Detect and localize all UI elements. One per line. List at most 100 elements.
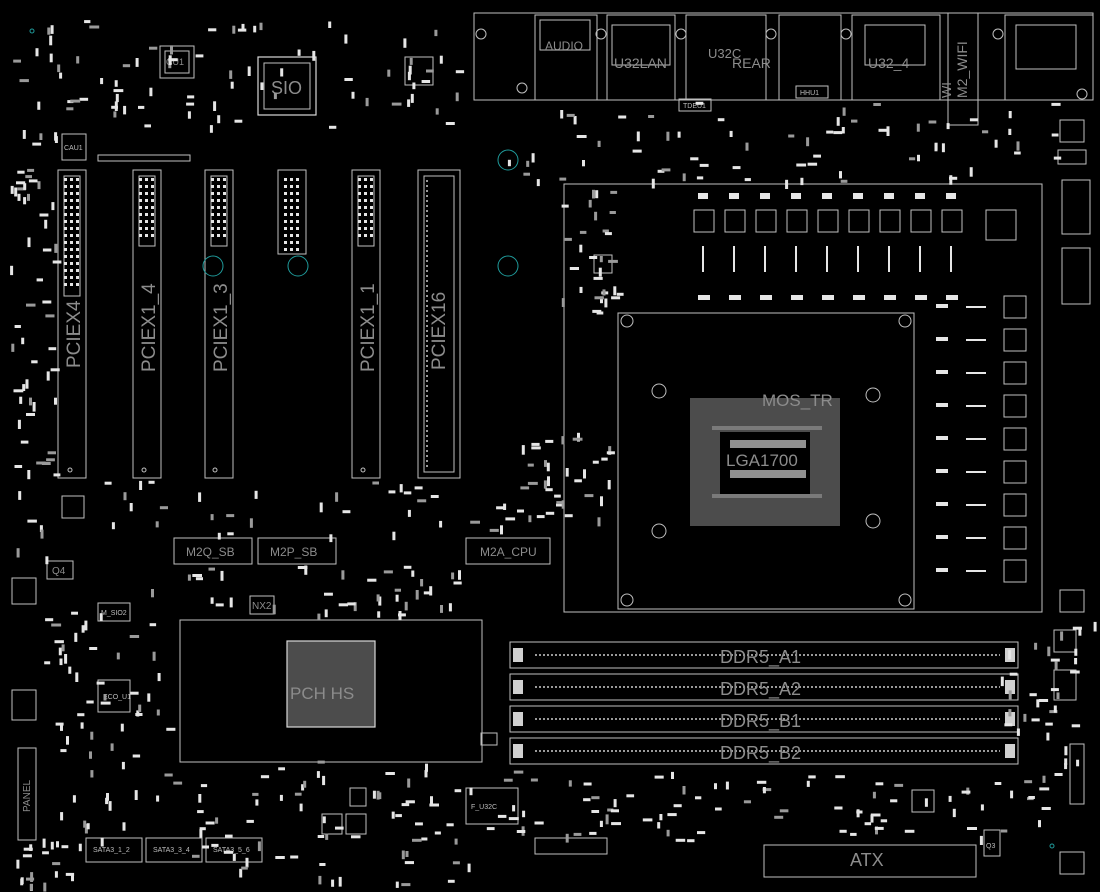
smd-pad: [84, 20, 91, 24]
vrm-mosfet: [817, 209, 839, 233]
slot-pin: [64, 276, 67, 279]
smd-pad: [28, 179, 38, 183]
smd-pad: [608, 259, 618, 263]
smd-pad: [217, 115, 221, 124]
smd-pad: [21, 337, 25, 345]
smd-pad: [1053, 156, 1062, 160]
slot-pin: [284, 248, 287, 251]
smd-pad: [946, 295, 958, 300]
slot-pin: [426, 410, 428, 412]
smd-pad: [210, 514, 214, 521]
slot-pin: [364, 213, 367, 216]
smd-pad: [159, 506, 168, 510]
slot-label-pciex1-4: PCIEX1_4: [139, 283, 160, 372]
slot-pin: [151, 178, 154, 181]
smd-pad: [100, 78, 104, 85]
slot-pin: [139, 227, 142, 230]
smd-pad: [675, 838, 686, 842]
slot-pin: [364, 227, 367, 230]
smd-pad: [743, 800, 751, 804]
smd-pad: [576, 135, 587, 138]
slot-pin: [426, 430, 428, 432]
smd-pad: [1053, 705, 1057, 713]
smd-pad: [301, 784, 305, 791]
smd-pad: [841, 127, 845, 134]
smd-pad: [377, 611, 381, 618]
smd-pad: [1023, 713, 1027, 722]
smd-pad: [451, 572, 455, 580]
lga1700-label: LGA1700: [726, 451, 798, 470]
smd-pad: [209, 125, 213, 133]
smd-pad: [255, 799, 259, 806]
smd-pad: [53, 473, 61, 477]
smd-pad: [1008, 111, 1012, 119]
smd-pad: [994, 782, 1002, 785]
smd-pad: [54, 397, 57, 405]
smd-pad: [123, 105, 127, 115]
smd-pad: [376, 594, 380, 602]
smd-pad: [100, 837, 104, 847]
slot-pin: [76, 192, 79, 195]
slot-pin: [290, 241, 293, 244]
smd-pad: [607, 808, 614, 812]
slot-pin: [426, 365, 428, 367]
smd-pad: [1038, 820, 1041, 828]
smd-pad: [29, 844, 33, 851]
slot-pin: [64, 241, 67, 244]
smd-pad: [632, 149, 642, 153]
smd-pad: [132, 754, 141, 758]
slot-pin: [145, 227, 148, 230]
smd-pad: [103, 694, 107, 701]
top-left-chips: SIO CU1 CAU1: [61, 45, 434, 162]
inductor-pad: [966, 438, 986, 440]
smd-pad: [42, 851, 49, 855]
smd-pad: [915, 193, 925, 199]
smd-pad: [994, 139, 998, 148]
smd-pad: [414, 486, 423, 490]
smd-pad: [573, 116, 577, 125]
slot-pin: [64, 199, 67, 202]
smd-pad: [1000, 829, 1008, 833]
smd-pad: [23, 197, 27, 205]
smd-pad: [948, 795, 952, 802]
slot-pin: [76, 262, 79, 265]
slot-pin: [290, 248, 293, 251]
slot-pin: [64, 248, 67, 251]
slot-pin: [426, 440, 428, 442]
smd-pad: [610, 809, 619, 813]
smd-pad: [239, 868, 243, 878]
smd-pad: [57, 64, 61, 73]
smd-pad: [592, 189, 595, 199]
smd-pad: [520, 486, 530, 490]
vrm-mosfet: [1003, 526, 1027, 550]
slot-pin: [426, 180, 428, 182]
smd-pad: [420, 579, 424, 587]
smd-pad: [1076, 759, 1080, 767]
smd-pad: [407, 509, 411, 517]
smd-pad: [835, 775, 845, 779]
smd-pad: [60, 724, 63, 731]
smd-pad: [11, 343, 15, 352]
smd-pad: [17, 419, 21, 429]
m2-wifi-label: M2_WIFI: [954, 41, 970, 98]
smd-pad: [936, 469, 948, 473]
slot-pin: [364, 178, 367, 181]
smd-pad: [49, 35, 53, 46]
smd-pad: [66, 107, 74, 111]
smd-pad: [564, 514, 573, 518]
left-chips: Q4 M_SIO2 ECO_U1 PANEL: [11, 495, 131, 841]
smd-pad: [1072, 626, 1082, 630]
smd-pad: [391, 811, 395, 819]
vrm-mosfet: [1003, 493, 1027, 517]
slot-pin: [223, 206, 226, 209]
smd-pad: [1041, 807, 1051, 810]
smd-pad: [890, 799, 898, 803]
slot-pin: [426, 385, 428, 387]
slot-pin: [284, 241, 287, 244]
slot-pin: [64, 192, 67, 195]
cu1-label: CU1: [166, 57, 184, 67]
smd-pad: [917, 154, 920, 162]
smd-pad: [335, 492, 339, 502]
slot-pin: [145, 185, 148, 188]
slot-pin: [145, 199, 148, 202]
